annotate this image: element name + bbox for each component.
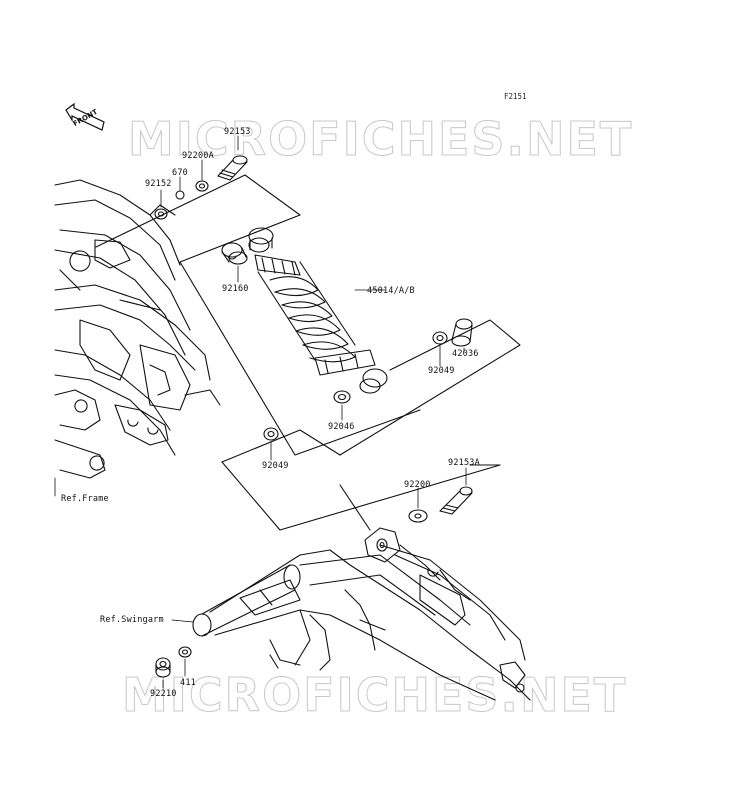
part-label-92200A: 92200A xyxy=(182,151,214,161)
part-label-92200: 92200 xyxy=(404,480,431,490)
shock-absorber xyxy=(248,227,388,394)
part-label-92153A: 92153A xyxy=(448,458,480,468)
ref-frame-label: Ref.Frame xyxy=(61,494,109,504)
collar-42036 xyxy=(451,318,473,347)
part-label-92152: 92152 xyxy=(145,179,172,189)
part-label-92153: 92153 xyxy=(224,127,251,137)
leader-box-bottom xyxy=(221,461,501,531)
ring-670 xyxy=(175,190,185,200)
washer-92200A xyxy=(195,180,209,192)
nut-92210 xyxy=(155,657,171,678)
bolt-92153A xyxy=(439,486,473,515)
washer-92200 xyxy=(408,509,428,523)
nut-92152 xyxy=(154,208,168,220)
leader-box-right xyxy=(339,319,521,456)
bolt-92153 xyxy=(217,155,248,181)
part-label-92210: 92210 xyxy=(150,689,177,699)
front-arrow-icon xyxy=(65,102,105,131)
frame-drawing xyxy=(54,179,221,479)
washer-411 xyxy=(178,646,192,658)
part-label-92046: 92046 xyxy=(328,422,355,432)
ref-swingarm-label: Ref.Swingarm xyxy=(100,615,164,625)
collar-92160 xyxy=(221,242,248,265)
seal-92049-lower xyxy=(263,427,279,441)
leader-box-swingarm xyxy=(339,484,371,531)
seal-92049-upper xyxy=(432,331,448,345)
part-label-92049-lower: 92049 xyxy=(262,461,289,471)
part-label-670: 670 xyxy=(172,168,188,178)
swingarm-drawing xyxy=(192,527,531,701)
watermark-bottom: MICROFICHES.NET xyxy=(121,668,628,723)
bearing-92046 xyxy=(333,390,351,404)
part-label-42036: 42036 xyxy=(452,349,479,359)
part-label-92049-upper: 92049 xyxy=(428,366,455,376)
leader-box-top xyxy=(95,174,421,456)
leader-box-lower xyxy=(221,429,341,463)
part-label-45014: 45014/A/B xyxy=(367,286,415,296)
watermark-top: MICROFICHES.NET xyxy=(127,112,634,167)
part-label-411: 411 xyxy=(180,678,196,688)
figure-code: F2151 xyxy=(504,92,527,101)
part-label-92160: 92160 xyxy=(222,284,249,294)
